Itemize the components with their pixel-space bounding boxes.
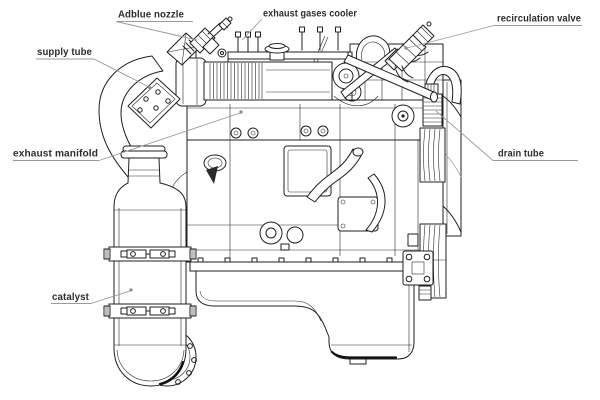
label-supply-tube: supply tube — [37, 46, 92, 58]
labels: Adblue nozzle exhaust gases cooler recir… — [13, 8, 581, 304]
crank-pulley-part — [402, 223, 447, 301]
label-exhaust-gases-cooler: exhaust gases cooler — [263, 8, 357, 20]
label-adblue-nozzle: Adblue nozzle — [118, 9, 184, 21]
oil-pan-part — [189, 261, 441, 365]
recirculation-valve-part — [340, 21, 438, 103]
flywheel-and-drain-tube-part — [391, 65, 462, 237]
catalyst-clamp-upper — [103, 246, 197, 262]
label-drain-tube: drain tube — [498, 148, 544, 160]
label-exhaust-manifold: exhaust manifold — [13, 148, 98, 160]
label-recirculation-valve: recirculation valve — [497, 13, 581, 25]
catalyst-part — [103, 145, 197, 387]
leader-lines — [13, 18, 582, 304]
catalyst-clamp-lower — [103, 303, 197, 319]
adblue-nozzle-part — [166, 16, 233, 66]
label-catalyst: catalyst — [52, 291, 89, 303]
